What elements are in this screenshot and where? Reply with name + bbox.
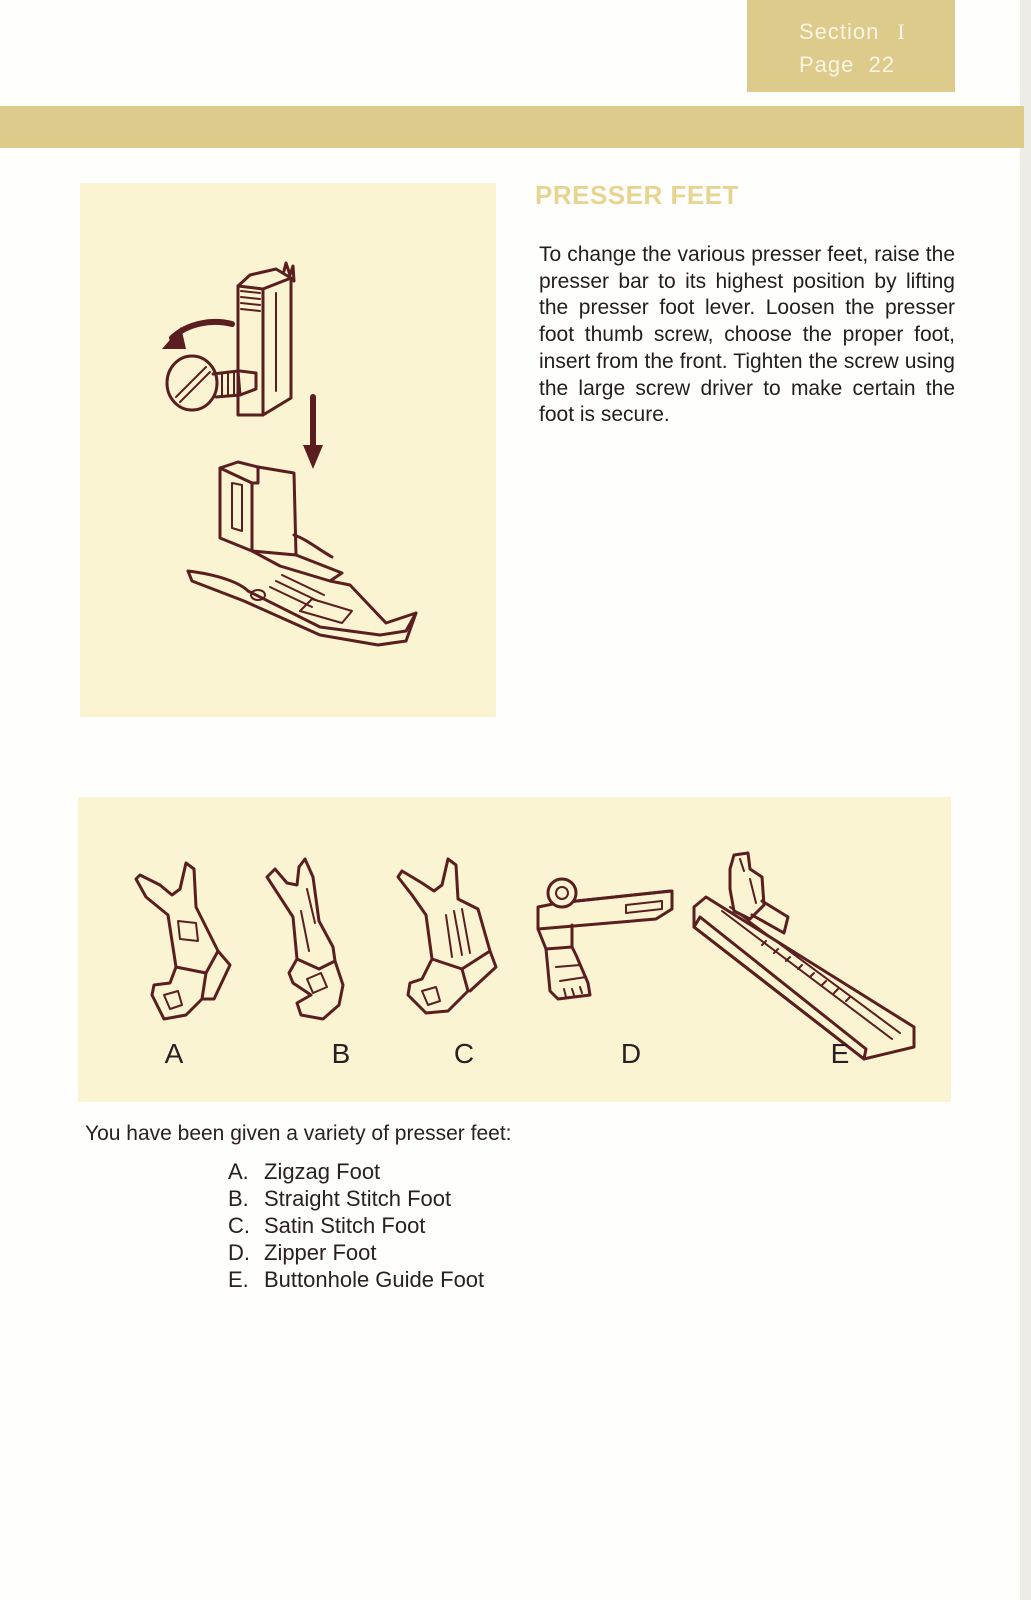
- foot-label-b: B: [331, 1038, 351, 1069]
- rotate-arrow-icon: [162, 319, 235, 349]
- feet-list: A. Zigzag Foot B. Straight Stitch Foot C. S…: [228, 1158, 484, 1293]
- page-number: 22: [868, 52, 896, 77]
- zigzag-foot-drawing: [134, 861, 232, 1021]
- page-edge: [1020, 0, 1031, 1600]
- list-item-letter: A.: [228, 1159, 249, 1184]
- foot-label-a: A: [164, 1038, 184, 1069]
- list-item-letter: B.: [228, 1186, 249, 1211]
- buttonhole-guide-foot-drawing: [692, 851, 916, 1061]
- insert-arrow-icon: [303, 394, 323, 469]
- list-item: D. Zipper Foot: [228, 1239, 484, 1266]
- header-band: [0, 106, 1024, 148]
- satin-stitch-foot-drawing: [396, 857, 498, 1015]
- presser-foot-change-illustration: [80, 183, 496, 717]
- list-item: E. Buttonhole Guide Foot: [228, 1266, 484, 1293]
- feet-list-intro: You have been given a variety of presser…: [85, 1122, 512, 1145]
- presser-feet-lineup-drawing: [134, 851, 916, 1061]
- list-item: A. Zigzag Foot: [228, 1158, 484, 1185]
- presser-foot-change-drawing: [162, 261, 418, 647]
- list-item: B. Straight Stitch Foot: [228, 1185, 484, 1212]
- section-heading: PRESSER FEET: [535, 180, 739, 210]
- list-item-name: Buttonhole Guide Foot: [264, 1267, 485, 1292]
- zipper-foot-drawing: [536, 877, 674, 1001]
- section-label: Section: [799, 19, 880, 44]
- foot-label-d: D: [620, 1038, 642, 1069]
- thumb-screw-drawing: [165, 354, 258, 412]
- list-item-name: Zipper Foot: [264, 1240, 377, 1265]
- page-indicator: Page 22: [799, 49, 895, 81]
- page-label: Page: [799, 52, 855, 77]
- list-item-letter: E.: [228, 1267, 249, 1292]
- list-item-letter: C.: [228, 1213, 250, 1238]
- presser-foot-drawing: [186, 460, 418, 647]
- list-item-name: Zigzag Foot: [264, 1159, 381, 1184]
- list-item-name: Straight Stitch Foot: [264, 1186, 452, 1211]
- list-item: C. Satin Stitch Foot: [228, 1212, 484, 1239]
- presser-feet-lineup-illustration: [78, 797, 951, 1102]
- foot-label-c: C: [453, 1038, 475, 1069]
- foot-label-e: E: [830, 1038, 850, 1069]
- section-tab: Section I Page 22: [747, 0, 955, 92]
- list-item-letter: D.: [228, 1240, 250, 1265]
- straight-stitch-foot-drawing: [265, 857, 345, 1021]
- instruction-paragraph: To change the various presser feet, rais…: [539, 243, 955, 427]
- section-number: I: [897, 19, 906, 44]
- presser-bar-drawing: [236, 261, 296, 417]
- section-indicator: Section I: [799, 16, 906, 48]
- list-item-name: Satin Stitch Foot: [264, 1213, 426, 1238]
